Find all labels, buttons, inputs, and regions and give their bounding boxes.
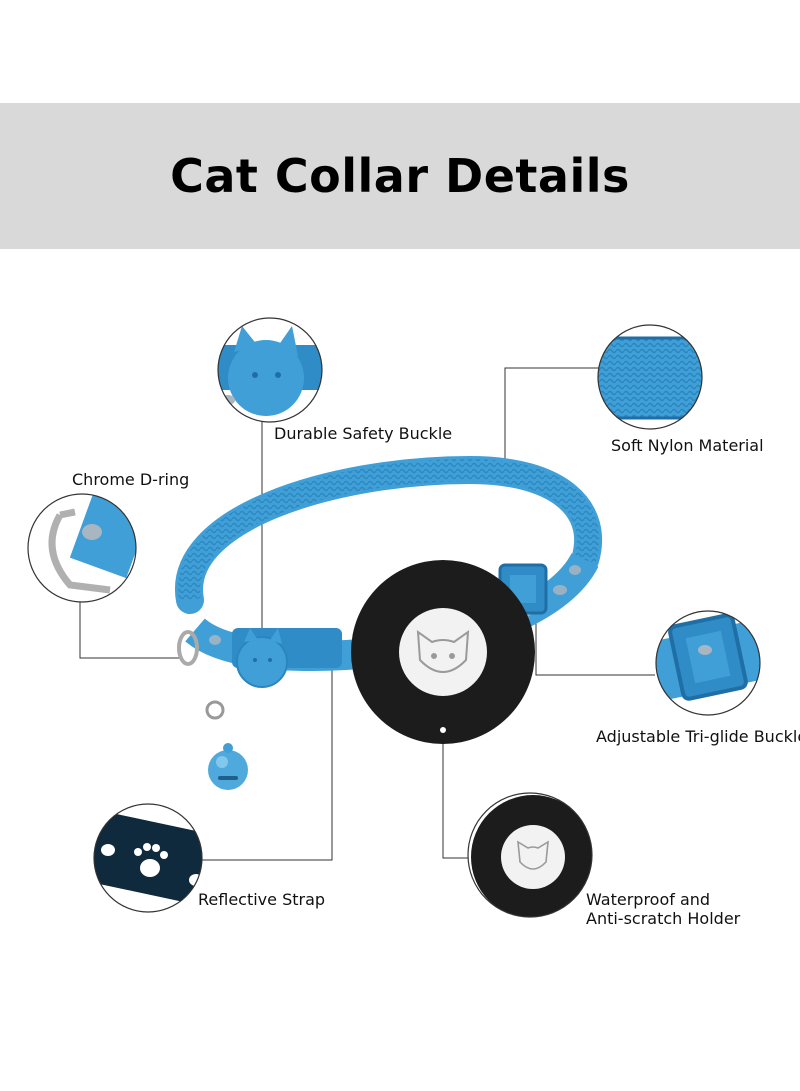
cat-face-icon	[416, 629, 470, 673]
leader-lines	[79, 367, 655, 861]
label-chrome-d-ring: Chrome D-ring	[72, 470, 190, 489]
bell-icon	[208, 743, 248, 790]
holder-zoom	[467, 792, 593, 918]
label-durable-safety-buckle: Durable Safety Buckle	[274, 424, 453, 443]
safety-buckle-icon	[232, 628, 342, 688]
tri-glide-zoom	[655, 610, 761, 716]
page-title: Cat Collar Details	[170, 149, 630, 203]
label-waterproof-holder-line1: Waterproof and	[586, 890, 711, 909]
safety-buckle-zoom	[217, 317, 323, 423]
title-band: Cat Collar Details	[0, 103, 800, 249]
holder-icon	[351, 560, 535, 744]
d-ring-zoom	[27, 493, 137, 603]
reflective-paw-icon	[93, 803, 203, 913]
label-reflective-strap: Reflective Strap	[198, 890, 326, 909]
label-waterproof-holder-line2: Anti-scratch Holder	[586, 909, 741, 928]
nylon-texture-icon	[597, 324, 703, 430]
label-soft-nylon-material: Soft Nylon Material	[611, 436, 764, 455]
d-ring-icon	[177, 630, 225, 720]
label-adjustable-tri-glide-buckle: Adjustable Tri-glide Buckle	[596, 727, 800, 746]
